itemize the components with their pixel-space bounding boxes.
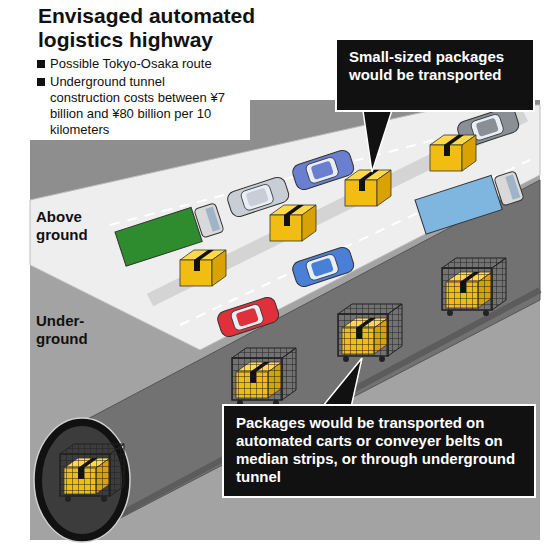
callout-pointer — [362, 104, 394, 172]
blue-car — [291, 245, 356, 288]
tunnel-body — [82, 180, 540, 538]
package-box — [345, 170, 391, 206]
diagram-title: Envisaged automated logistics highway — [38, 4, 288, 52]
callout-text: Packages would be transported on automat… — [236, 414, 522, 486]
package-box — [430, 135, 476, 171]
bullet-square — [37, 78, 45, 86]
cart-cage — [442, 258, 506, 316]
road-surface — [30, 105, 540, 350]
bullet-note: Underground tunnel construction costs be… — [50, 74, 225, 138]
section-label: Above ground — [36, 208, 88, 244]
callout-text: Small-sized packages would be transporte… — [349, 48, 521, 84]
package-box — [270, 205, 316, 241]
bullet-square — [37, 60, 45, 68]
package-box — [180, 250, 226, 286]
cart-cage — [232, 348, 296, 406]
section-label: Under- ground — [36, 312, 88, 348]
tunnel-opening — [38, 422, 126, 538]
blue-truck — [415, 168, 525, 234]
background-frame — [30, 100, 540, 540]
cart-cage — [338, 304, 402, 362]
red-car — [216, 295, 281, 338]
cart-cage — [60, 444, 124, 502]
bullet-note: Possible Tokyo-Osaka route — [50, 56, 225, 72]
tunnel-rim — [34, 418, 130, 542]
callout-box: Small-sized packages would be transporte… — [335, 38, 535, 112]
lane-marking — [180, 160, 530, 325]
callout-box: Packages would be transported on automat… — [222, 404, 536, 498]
